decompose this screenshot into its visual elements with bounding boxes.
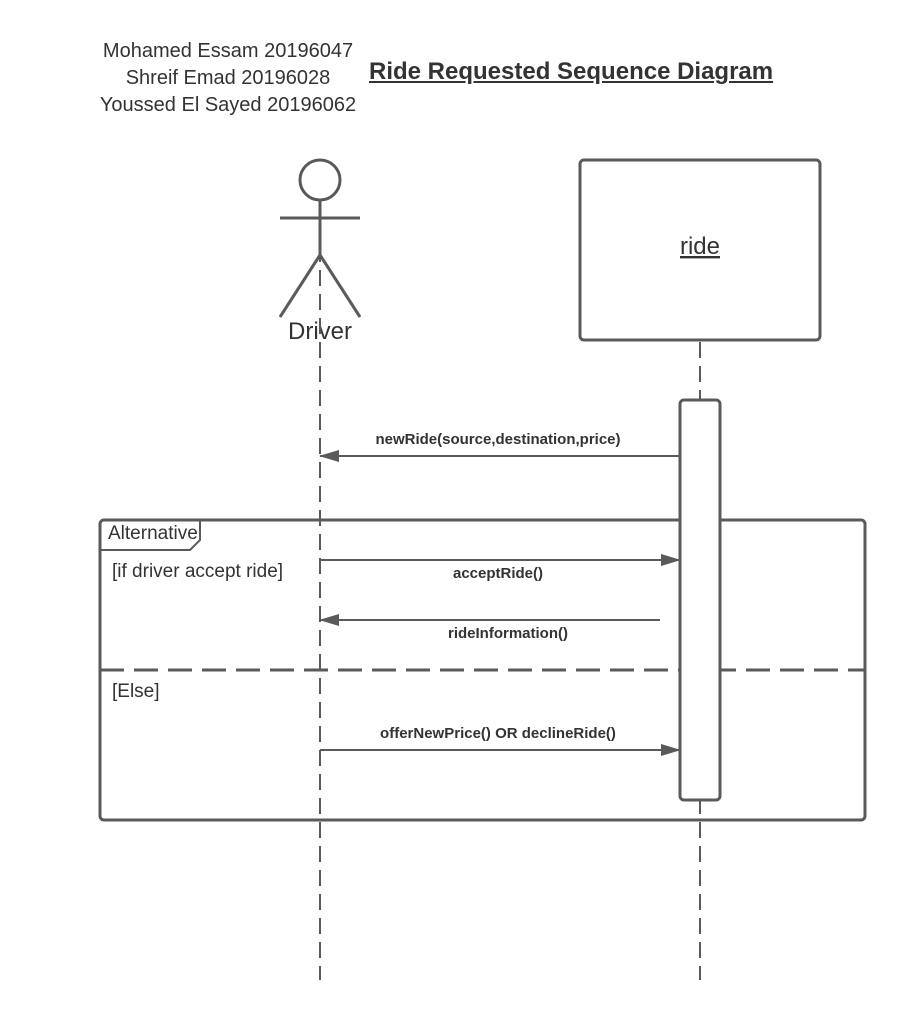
authors-block: Mohamed Essam 20196047 Shreif Emad 20196… — [80, 38, 376, 119]
actor-head-icon — [298, 158, 342, 202]
alt-fragment: Alternative [if driver accept ride] [Els… — [98, 518, 867, 822]
message-label: offerNewPrice() OR declineRide() — [380, 725, 616, 742]
ride-activation-bar — [678, 398, 722, 802]
fragment-operator: Alternative — [108, 523, 198, 544]
message-label: newRide(source,destination,price) — [375, 431, 620, 448]
author-line: Youssed El Sayed 20196062 — [99, 94, 357, 116]
message-label: rideInformation() — [448, 625, 568, 642]
message-rideinformation[interactable]: rideInformation() — [319, 614, 660, 642]
message-label: acceptRide() — [453, 565, 543, 582]
object-label: ride — [680, 233, 720, 260]
fragment-guard-else: [Else] — [112, 681, 160, 702]
author-line: Shreif Emad 20196028 — [125, 67, 331, 89]
message-newride[interactable]: newRide(source,destination,price) — [319, 431, 680, 462]
diagram-title: Ride Requested Sequence Diagram — [369, 58, 774, 85]
fragment-operator-tab — [100, 520, 201, 551]
author-line: Mohamed Essam 20196047 — [102, 40, 354, 62]
ride-object[interactable]: ride — [578, 158, 822, 342]
actor-right-leg — [318, 254, 362, 318]
object-box — [578, 158, 822, 342]
message-acceptride[interactable]: acceptRide() — [320, 554, 681, 582]
message-offer-or-decline[interactable]: offerNewPrice() OR declineRide() — [320, 725, 681, 756]
fragment-guard-accept: [if driver accept ride] — [112, 561, 283, 582]
actor-left-leg — [278, 254, 322, 318]
